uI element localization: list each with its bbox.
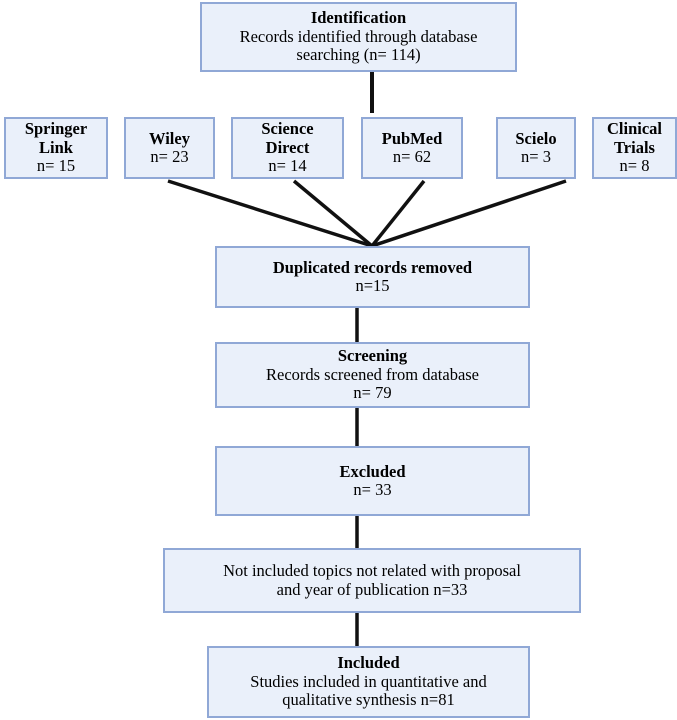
duplicated-title: Duplicated records removed: [272, 257, 473, 277]
source-scielo-count: n= 3: [521, 147, 551, 166]
source-wiley-count: n= 23: [150, 147, 189, 166]
node-included: Included Studies included in quantitativ…: [207, 646, 530, 718]
connector-scielo-to-duplicated: [371, 179, 567, 248]
node-duplicated-records: Duplicated records removed n=15: [215, 246, 530, 308]
source-science-direct-title-2: Direct: [265, 137, 310, 157]
identification-title: Identification: [310, 8, 407, 28]
source-clinical-trials-count: n= 8: [619, 156, 650, 176]
node-source-clinical-trials: Clinical Trials n= 8: [592, 117, 677, 179]
connector-science-direct-to-duplicated: [292, 179, 374, 248]
node-not-included-topics: Not included topics not related with pro…: [163, 548, 581, 613]
source-science-direct-count: n= 14: [268, 156, 307, 176]
included-line-2: qualitative synthesis n=81: [282, 690, 455, 710]
included-title: Included: [337, 653, 400, 673]
not-included-line-2: and year of publication n=33: [276, 579, 468, 599]
source-clinical-trials-title-1: Clinical: [606, 119, 662, 139]
node-source-science-direct: Science Direct n= 14: [231, 117, 344, 179]
source-pubmed-title-1: PubMed: [381, 128, 443, 148]
source-springer-link-title-1: Springer: [24, 119, 88, 139]
screening-title: Screening: [337, 346, 408, 366]
source-pubmed-count: n= 62: [392, 147, 432, 166]
node-source-scielo: Scielo n= 3: [496, 117, 576, 179]
node-identification: Identification Records identified throug…: [200, 2, 517, 72]
node-screening: Screening Records screened from database…: [215, 342, 530, 408]
node-source-wiley: Wiley n= 23: [124, 117, 215, 179]
included-line-1: Studies included in quantitative and: [250, 671, 487, 691]
source-springer-link-count: n= 15: [36, 156, 76, 176]
connector-pubmed-to-duplicated: [370, 179, 426, 248]
identification-line-1: Records identified through database: [239, 26, 478, 46]
node-source-pubmed: PubMed n= 62: [361, 117, 463, 179]
not-included-line-1: Not included topics not related with pro…: [223, 561, 521, 581]
excluded-title: Excluded: [339, 461, 406, 481]
screening-count: n= 79: [353, 383, 392, 403]
screening-line-1: Records screened from database: [265, 364, 480, 384]
node-source-springer-link: Springer Link n= 15: [4, 117, 108, 179]
identification-line-2: searching (n= 114): [296, 45, 421, 65]
source-scielo-title-1: Scielo: [515, 128, 557, 148]
excluded-count: n= 33: [353, 480, 392, 499]
source-springer-link-title-2: Link: [39, 137, 73, 157]
duplicated-count: n=15: [355, 276, 390, 295]
connector-wiley-to-duplicated: [167, 179, 373, 248]
source-science-direct-title-1: Science: [261, 119, 314, 139]
source-clinical-trials-title-2: Trials: [614, 137, 655, 157]
source-wiley-title-1: Wiley: [149, 128, 190, 148]
node-excluded: Excluded n= 33: [215, 446, 530, 516]
